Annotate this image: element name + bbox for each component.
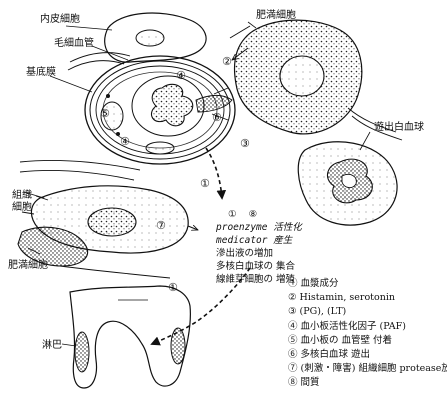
- effects-circle-1: ①: [228, 209, 237, 220]
- legend: ① 血漿成分 ② Histamin, serotonin ③ (PG), (LT…: [288, 277, 447, 391]
- label-mast-cell-top: 肥満細胞: [256, 10, 296, 22]
- legend-item-1: ① 血漿成分: [288, 277, 447, 291]
- marker-2: ②: [222, 56, 232, 67]
- marker-6: ⑥: [212, 112, 222, 123]
- marker-4-bottom: ④: [120, 136, 130, 147]
- effects-header: ① ⑧: [216, 208, 302, 221]
- legend-item-7: ⑦ (刺激・障害) 組織細胞 protease放出: [288, 362, 447, 376]
- effect-line-3: 滲出液の増加: [216, 247, 302, 260]
- marker-5: ⑤: [100, 108, 110, 119]
- label-endothelial-cell: 内皮細胞: [40, 14, 80, 26]
- label-mast-cell-bottom: 肥満細胞: [8, 260, 48, 272]
- marker-4-top: ④: [176, 70, 186, 81]
- legend-item-2: ② Histamin, serotonin: [288, 291, 447, 305]
- legend-item-8: ⑧ 間質: [288, 376, 447, 390]
- marker-1: ①: [200, 178, 210, 189]
- endothelial-cell-top: [105, 13, 206, 62]
- label-emigrated-leukocyte: 遊出白血球: [374, 122, 424, 134]
- effect-line-2: medicator 産生: [216, 234, 302, 247]
- effect-line-1: proenzyme 活性化: [216, 221, 302, 234]
- effects-list: ① ⑧ proenzyme 活性化 medicator 産生 滲出液の増加 多核…: [216, 208, 302, 286]
- effects-circle-8: ⑧: [249, 209, 258, 220]
- label-tissue-cell: 組織 細胞: [12, 190, 32, 213]
- mast-cell-top: [230, 20, 362, 134]
- emigrated-leukocyte: [298, 142, 397, 225]
- legend-item-6: ⑥ 多核白血球 遊出: [288, 348, 447, 362]
- legend-item-4: ④ 血小板活性化因子 (PAF): [288, 320, 447, 334]
- legend-item-3: ③ (PG), (LT): [288, 305, 447, 319]
- label-basement-membrane: 基底膜: [26, 67, 56, 79]
- label-capillary: 毛細血管: [54, 38, 94, 50]
- effect-line-4: 多核白血球の 集合: [216, 260, 302, 273]
- marker-3: ③: [240, 138, 250, 149]
- marker-1-lower: ①: [168, 282, 178, 293]
- legend-item-5: ⑤ 血小板の 血管壁 付着: [288, 334, 447, 348]
- marker-7: ⑦: [156, 220, 166, 231]
- label-lymph: 淋巴: [42, 340, 62, 352]
- lymphatic-vessel: [70, 286, 190, 388]
